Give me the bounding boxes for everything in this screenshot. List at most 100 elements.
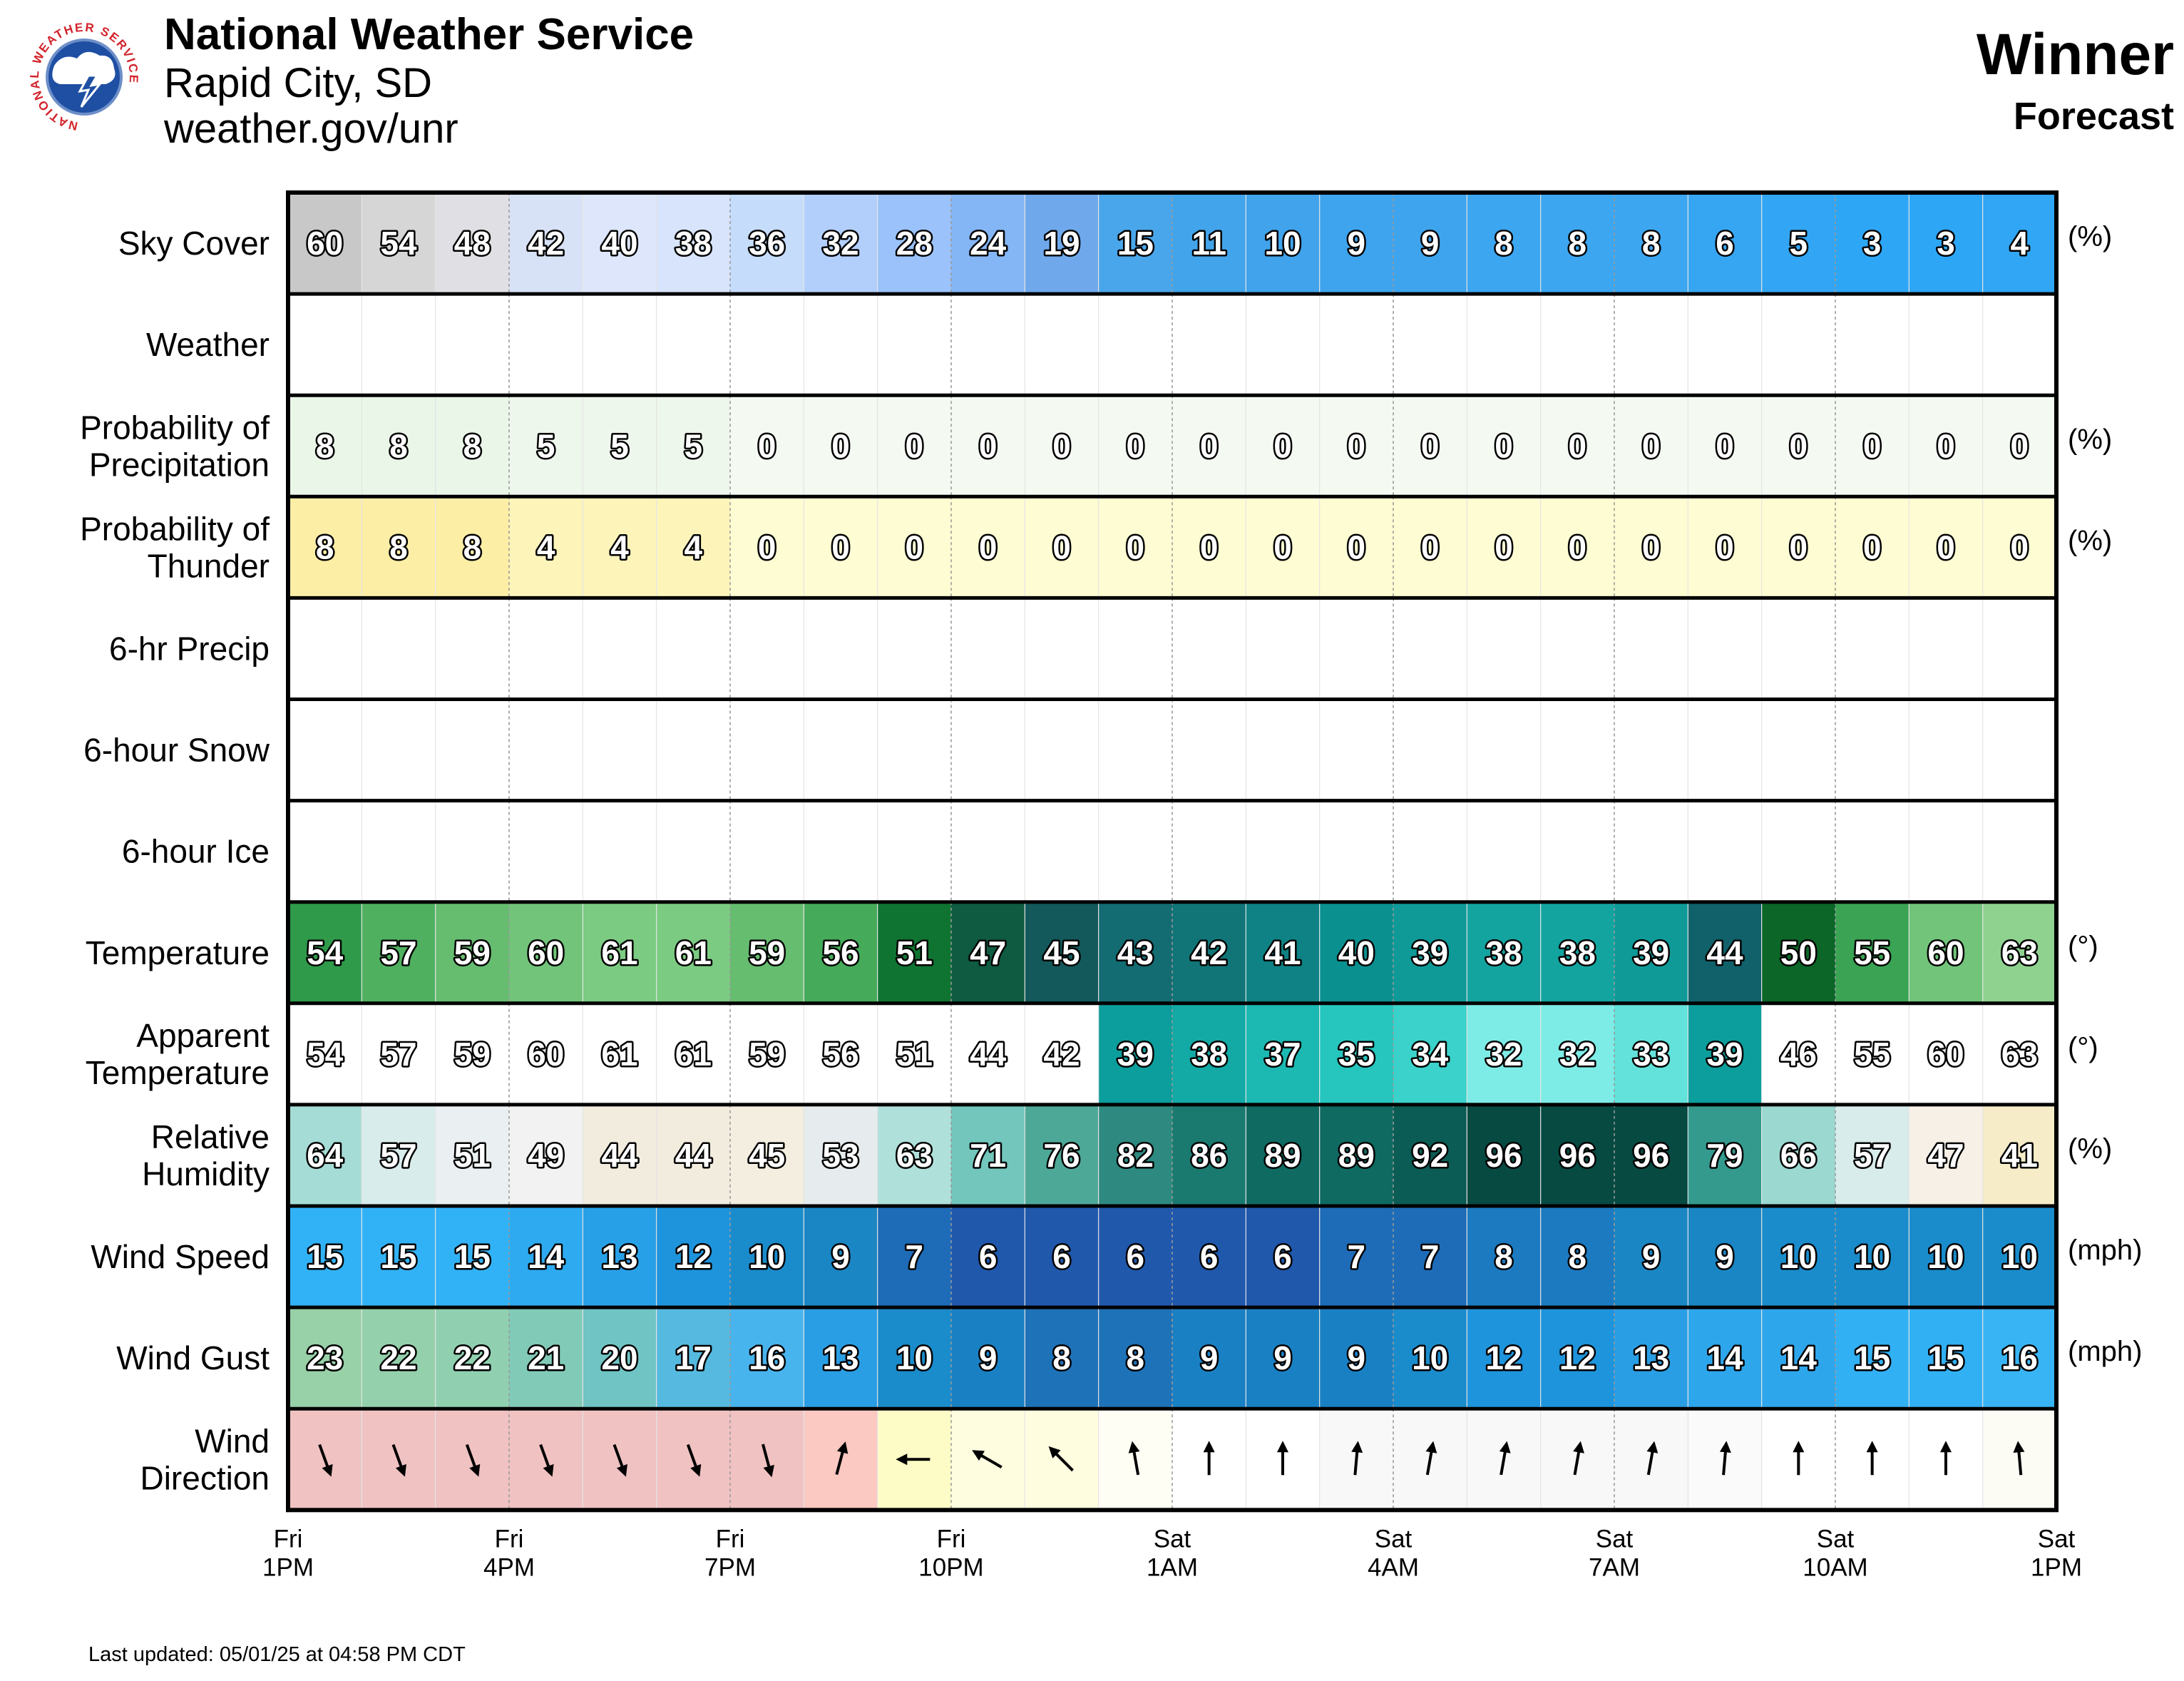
table-cell: [1982, 598, 2057, 700]
table-cell: [1246, 1104, 1321, 1206]
table-cell: [1614, 294, 1688, 396]
cell-value: 8: [1052, 1339, 1071, 1376]
table-cell: [1688, 901, 1763, 1003]
table-cell: [1172, 395, 1246, 497]
table-cell: [1982, 496, 2057, 598]
table-cell: [1909, 1104, 1984, 1206]
table-cell: [951, 395, 1025, 497]
cell-value: 0: [1569, 528, 1587, 566]
table-cell: [1835, 1206, 1909, 1308]
cell-value: 0: [1642, 427, 1661, 464]
cell-value: 0: [831, 427, 850, 464]
cell-value: 79: [1706, 1137, 1743, 1174]
cell-value: 9: [1348, 225, 1366, 262]
table-cell: [1540, 1307, 1615, 1409]
time-label-day: Sat: [1154, 1525, 1191, 1553]
table-cell: [435, 193, 510, 295]
table-cell: [1909, 1003, 1984, 1105]
table-cell: [730, 800, 804, 902]
table-cell: [288, 1206, 362, 1308]
table-cell: [1467, 901, 1542, 1003]
table-cell: [288, 395, 362, 497]
nws-logo-icon: NATIONAL WEATHER SERVICE: [28, 21, 139, 133]
cell-value: 28: [896, 225, 933, 262]
cell-value: 10: [1780, 1238, 1817, 1275]
table-cell: [1319, 800, 1394, 902]
table-cell: [1614, 598, 1688, 700]
table-cell: [1467, 1307, 1542, 1409]
table-cell: [1540, 1104, 1615, 1206]
table-cell: [509, 699, 583, 801]
table-cell: [730, 699, 804, 801]
cell-value: 61: [601, 934, 637, 971]
table-cell: [1835, 800, 1909, 902]
table-cell: [1467, 800, 1542, 902]
table-cell: [1098, 1003, 1173, 1105]
cell-value: 22: [380, 1339, 416, 1376]
table-cell: [1172, 699, 1246, 801]
table-cell: [1393, 800, 1467, 902]
table-cell: [509, 1307, 583, 1409]
table-cell: [435, 1104, 510, 1206]
office-website[interactable]: weather.gov/unr: [164, 106, 458, 152]
table-cell: [1761, 1104, 1836, 1206]
row-label: Weather: [146, 326, 270, 363]
table-cell: [1246, 901, 1321, 1003]
table-cell: [1982, 1104, 2057, 1206]
table-cell: [1246, 1003, 1321, 1105]
table-cell: [804, 901, 878, 1003]
row-unit: (%): [2068, 525, 2112, 556]
table-cell: [804, 496, 878, 598]
cell-value: 5: [537, 427, 555, 464]
table-cell: [1614, 193, 1688, 295]
table-cell: [1098, 193, 1173, 295]
table-cell: [1098, 901, 1173, 1003]
time-label-hour: 7AM: [1589, 1553, 1640, 1581]
cell-value: 82: [1117, 1137, 1154, 1174]
cell-value: 0: [1421, 528, 1440, 566]
row-unit: (mph): [2068, 1336, 2142, 1367]
table-cell: [656, 1003, 731, 1105]
wind-arrow-icon: [1351, 1441, 1363, 1476]
table-cell: [804, 294, 878, 396]
cell-value: 41: [2001, 1137, 2038, 1174]
table-cell: [435, 901, 510, 1003]
cell-value: 0: [1200, 427, 1219, 464]
cell-value: 48: [454, 225, 491, 262]
time-label-day: Fri: [495, 1525, 524, 1553]
table-cell: [288, 294, 362, 396]
table-cell: [1393, 1206, 1467, 1308]
table-cell: [1393, 598, 1467, 700]
table-cell: [362, 1104, 436, 1206]
cell-value: 9: [1200, 1339, 1219, 1376]
table-cell: [1540, 294, 1615, 396]
table-border: [286, 190, 2059, 1513]
table-cell: [1098, 598, 1173, 700]
table-cell: [1246, 1206, 1321, 1308]
table-cell: [1025, 901, 1099, 1003]
cell-value: 89: [1338, 1137, 1375, 1174]
cell-value: 46: [1780, 1036, 1817, 1073]
table-cell: [1835, 395, 1909, 497]
cell-value: 0: [2011, 427, 2029, 464]
table-cell: [1025, 395, 1099, 497]
cell-value: 19: [1043, 225, 1080, 262]
cell-value: 40: [601, 225, 637, 262]
table-cell: [509, 901, 583, 1003]
table-cell: [509, 800, 583, 902]
table-cell: [288, 598, 362, 700]
table-cell: [1172, 1206, 1246, 1308]
table-cell: [1688, 496, 1763, 598]
table-cell: [1172, 1003, 1246, 1105]
table-cell: [1172, 496, 1246, 598]
table-cell: [656, 193, 731, 295]
table-cell: [1246, 395, 1321, 497]
table-cell: [1467, 294, 1542, 396]
time-label-hour: 4PM: [483, 1553, 535, 1581]
wind-arrow-icon: [1128, 1441, 1140, 1476]
table-cell: [730, 395, 804, 497]
table-cell: [583, 1206, 657, 1308]
cell-value: 4: [685, 528, 703, 566]
table-cell: [583, 901, 657, 1003]
